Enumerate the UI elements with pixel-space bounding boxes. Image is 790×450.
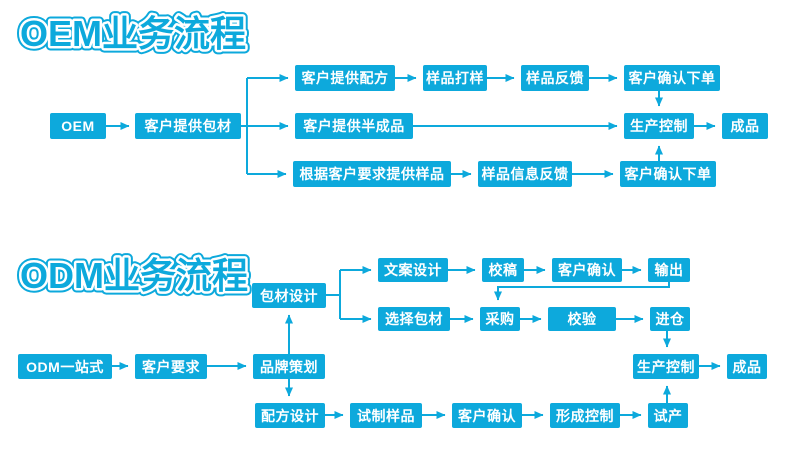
node-odm-proofread: 校稿 [482, 258, 524, 282]
node-odm-trial-sample: 试制样品 [350, 403, 422, 428]
node-oem-sample-by-req: 根据客户要求提供样品 [293, 161, 451, 187]
oem-title-stroke: OEM业务流程 [20, 13, 246, 54]
node-odm-warehouse: 进仓 [650, 307, 690, 331]
node-oem-confirm-top: 客户确认下单 [624, 65, 720, 91]
node-oem-feedback: 样品反馈 [521, 65, 589, 91]
node-odm-finished: 成品 [727, 354, 767, 379]
node-odm-start: ODM一站式 [18, 354, 112, 379]
node-oem-start: OEM [50, 113, 106, 139]
node-odm-package-design: 包材设计 [252, 283, 326, 308]
odm-connectors [112, 266, 721, 419]
node-oem-finished: 成品 [722, 113, 768, 139]
node-odm-inspection: 校验 [548, 307, 616, 331]
oem-title: OEM业务流程 OEM业务流程 OEM业务流程 [16, 9, 251, 59]
odm-title-outline: ODM业务流程 [20, 255, 248, 296]
node-odm-output: 输出 [648, 258, 690, 282]
node-oem-confirm-bottom: 客户确认下单 [620, 161, 716, 187]
node-oem-sample-info: 样品信息反馈 [478, 161, 572, 187]
node-odm-production: 生产控制 [633, 354, 699, 379]
oem-connectors [106, 74, 716, 178]
node-oem-sampling: 样品打样 [423, 65, 487, 91]
node-odm-branding: 品牌策划 [253, 354, 325, 379]
oem-title-outline: OEM业务流程 [20, 13, 246, 54]
node-odm-form-control: 形成控制 [550, 403, 620, 428]
odm-title: ODM业务流程 ODM业务流程 ODM业务流程 [16, 251, 253, 301]
node-oem-package: 客户提供包材 [135, 113, 241, 139]
node-odm-confirm-sample: 客户确认 [452, 403, 522, 428]
odm-title-text: ODM业务流程 [20, 255, 248, 296]
node-odm-requirement: 客户要求 [135, 354, 207, 379]
odm-title-stroke: ODM业务流程 [20, 255, 248, 296]
node-oem-production: 生产控制 [624, 113, 694, 139]
node-odm-confirm-copy: 客户确认 [552, 258, 622, 282]
oem-title-text: OEM业务流程 [20, 13, 246, 54]
node-odm-purchase: 采购 [480, 307, 520, 331]
node-odm-recipe-design: 配方设计 [255, 403, 325, 428]
node-odm-trial-production: 试产 [648, 403, 688, 428]
node-oem-recipe: 客户提供配方 [295, 65, 395, 91]
node-oem-semi-product: 客户提供半成品 [295, 113, 413, 139]
node-odm-copy-design: 文案设计 [378, 258, 448, 282]
node-odm-select-package: 选择包材 [378, 307, 450, 331]
